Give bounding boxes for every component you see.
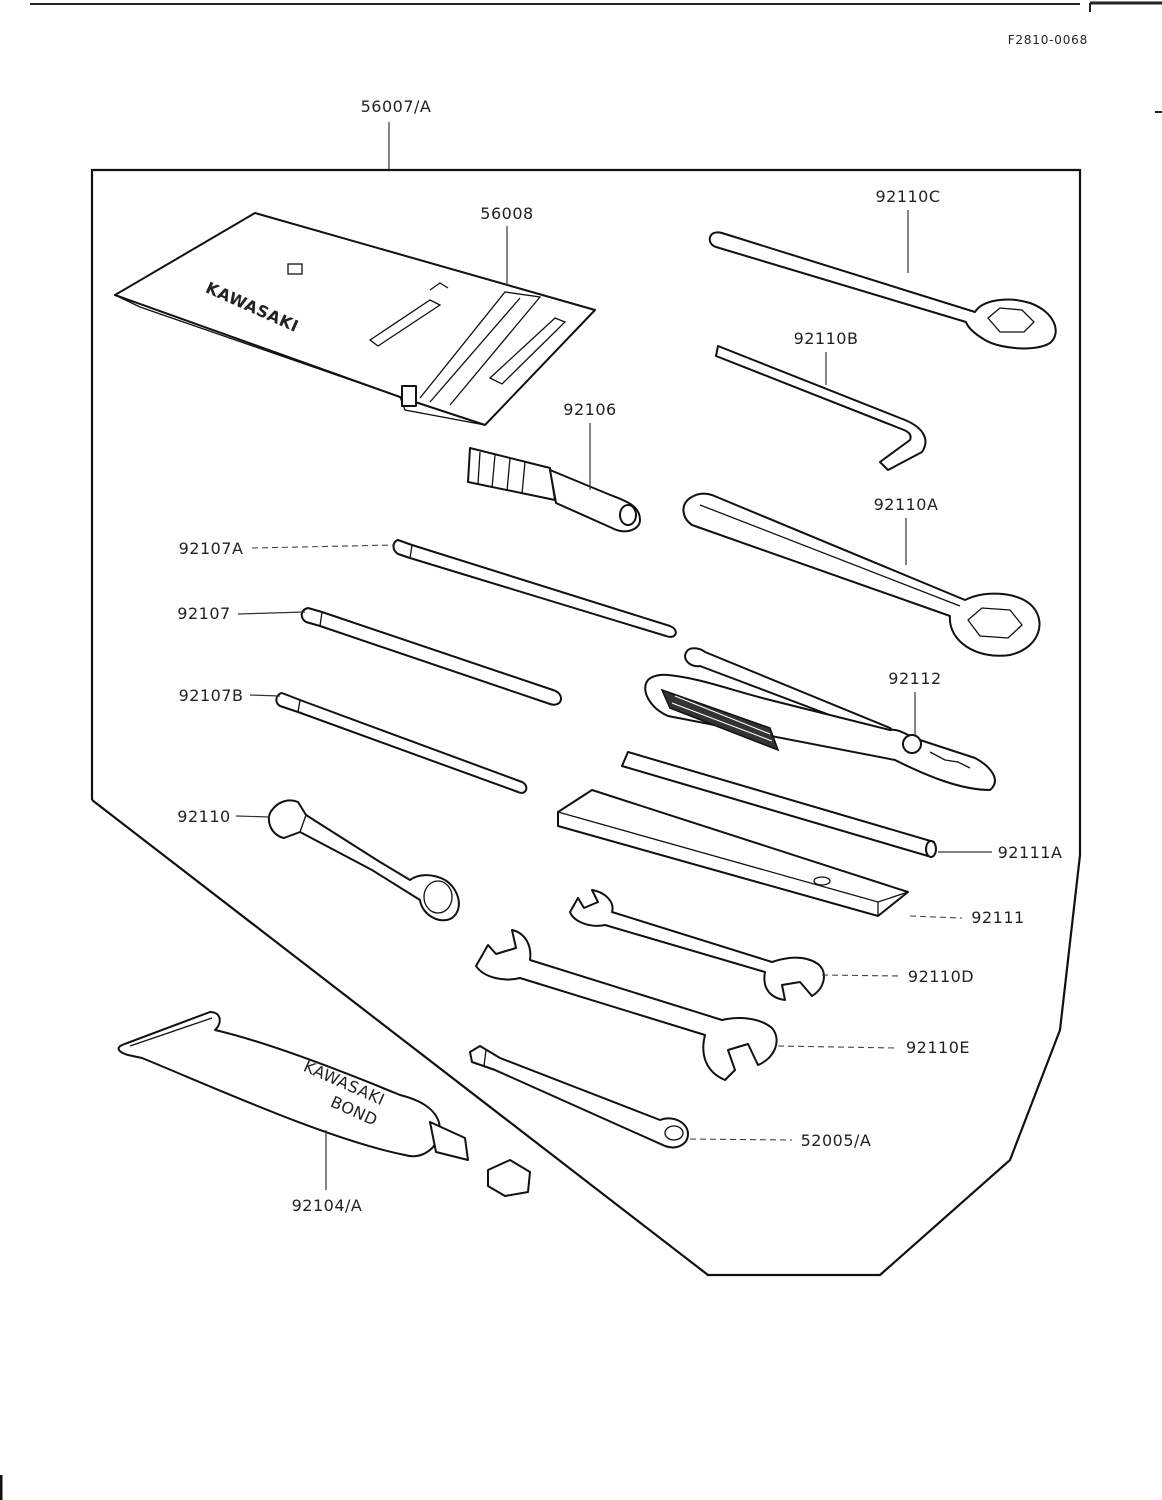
figure-reference: F2810-0068 [1008,33,1088,47]
label-92110E: 92110E [906,1038,970,1057]
label-92110D: 92110D [908,967,974,986]
label-92110B: 92110B [794,329,859,348]
label-92111A: 92111A [998,843,1063,862]
spark-plug-wrench-52005A [469,1045,689,1149]
tool-pouch: KAWASAKI [114,212,596,426]
hex-key-92110B [715,345,927,471]
leader-92107A [251,544,396,549]
label-92111: 92111 [971,908,1024,927]
open-end-wrench-92110D [569,889,825,1001]
label-92110: 92110 [177,807,230,826]
kit-frame [90,168,1082,1277]
box-wrench-92110A [682,492,1041,657]
screwdriver-blade-92107A [392,539,677,638]
open-end-wrench-92110E [475,929,778,1081]
ring-wrench-92110C [708,231,1057,350]
label-92110A: 92110A [874,495,939,514]
label-92107B: 92107B [179,686,244,705]
socket-handle-92106 [467,447,641,533]
leader-92110 [235,815,271,818]
box-wrench-92110 [267,799,460,922]
label-92104A: 92104/A [292,1196,363,1215]
leader-92107 [237,611,306,615]
screwdriver-blade-92107 [300,607,562,706]
bond-tube-92104A: KAWASAKI BOND [117,1011,531,1197]
leader-92110D [821,974,901,977]
label-92110C: 92110C [875,187,940,206]
label-56008: 56008 [480,204,533,223]
label-92112: 92112 [888,669,941,688]
flat-handle-92111 [557,789,909,917]
pliers-92112 [644,647,996,791]
label-92107A: 92107A [179,539,244,558]
label-92106: 92106 [563,400,616,419]
label-92107: 92107 [177,604,230,623]
leader-92111 [909,915,963,919]
screwdriver-blade-92107B [275,692,528,794]
extension-bar-92111A [621,751,937,858]
label-56007A: 56007/A [361,97,432,116]
leader-92110E [777,1045,897,1049]
leader-52005A [689,1138,793,1141]
leader-92107B [249,694,281,697]
label-52005A: 52005/A [801,1131,872,1150]
